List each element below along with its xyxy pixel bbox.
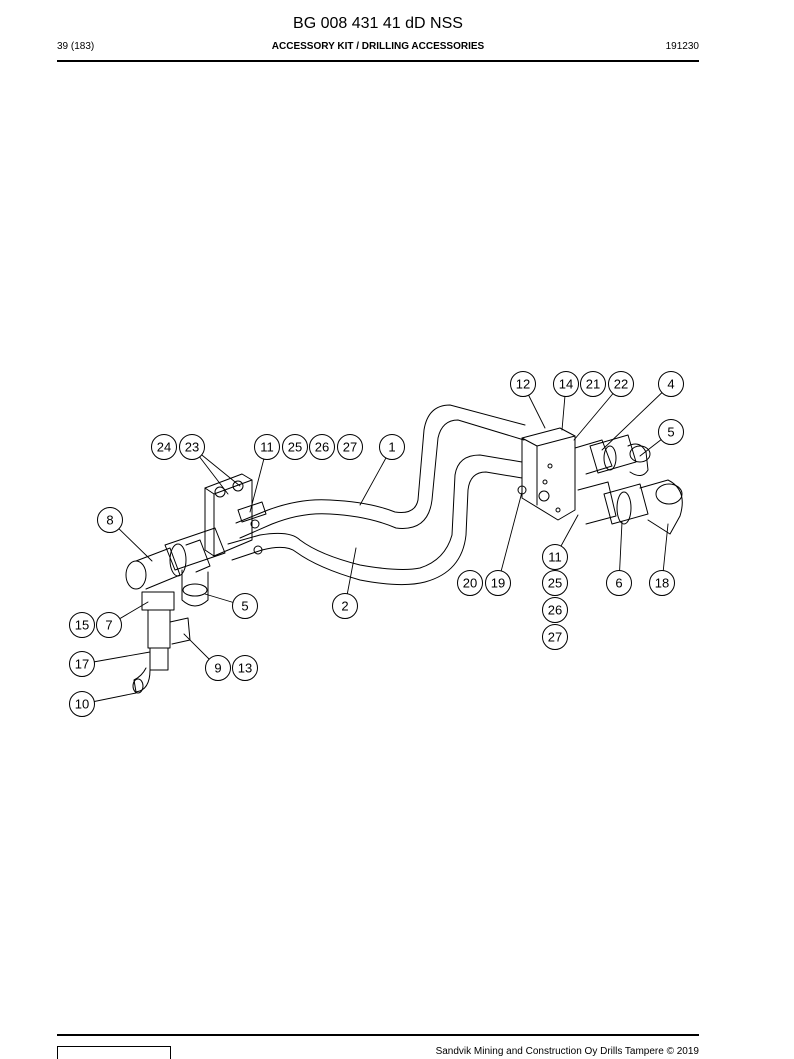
svg-text:4: 4 [667, 377, 674, 392]
svg-text:10: 10 [75, 697, 89, 712]
callout-26-upper: 26 [309, 434, 335, 460]
svg-text:8: 8 [106, 513, 113, 528]
callout-20: 20 [457, 570, 483, 596]
svg-text:25: 25 [548, 576, 562, 591]
svg-text:5: 5 [241, 599, 248, 614]
header-divider [57, 60, 699, 62]
callout-22: 22 [608, 371, 634, 397]
callout-13: 13 [232, 655, 258, 681]
svg-text:11: 11 [548, 550, 562, 565]
fitting-assembly-right-upper [574, 434, 651, 476]
svg-text:11: 11 [260, 440, 274, 455]
mounting-plate-right [517, 427, 576, 521]
document-date: 191230 [665, 41, 699, 52]
callout-2: 2 [332, 593, 358, 619]
callout-14: 14 [553, 371, 579, 397]
svg-text:25: 25 [288, 440, 302, 455]
leader-lines [81, 383, 672, 705]
document-title: BG 008 431 41 dD NSS [293, 15, 463, 32]
callout-1: 1 [379, 434, 405, 460]
callout-6: 6 [606, 570, 632, 596]
callout-21: 21 [580, 371, 606, 397]
footer-divider [57, 1034, 699, 1036]
callout-26-lower: 26 [542, 597, 568, 623]
svg-text:27: 27 [548, 630, 562, 645]
page-number: 39 (183) [57, 41, 95, 52]
callout-18: 18 [649, 570, 675, 596]
callout-19: 19 [485, 570, 511, 596]
svg-text:12: 12 [516, 377, 530, 392]
svg-text:6: 6 [615, 576, 622, 591]
svg-text:18: 18 [655, 576, 669, 591]
callout-24: 24 [151, 434, 177, 460]
svg-text:2: 2 [341, 599, 348, 614]
svg-text:23: 23 [185, 440, 199, 455]
svg-text:1: 1 [388, 440, 395, 455]
callout-10: 10 [69, 691, 95, 717]
svg-text:5: 5 [667, 425, 674, 440]
footer-copyright: Sandvik Mining and Construction Oy Drill… [435, 1046, 699, 1057]
pipe-2 [227, 454, 523, 586]
pipe-1 [235, 404, 526, 539]
callout-11-upper: 11 [254, 434, 280, 460]
svg-text:14: 14 [559, 377, 573, 392]
callout-7: 7 [96, 612, 122, 638]
fitting-assembly-left [125, 527, 226, 694]
callout-5-upper: 5 [658, 419, 684, 445]
callout-9: 9 [205, 655, 231, 681]
callout-25-upper: 25 [282, 434, 308, 460]
svg-text:19: 19 [491, 576, 505, 591]
svg-text:20: 20 [463, 576, 477, 591]
svg-text:26: 26 [315, 440, 329, 455]
callout-11-lower: 11 [542, 544, 568, 570]
callout-15: 15 [69, 612, 95, 638]
callout-8: 8 [97, 507, 123, 533]
svg-text:22: 22 [614, 377, 628, 392]
svg-text:21: 21 [586, 377, 600, 392]
svg-text:26: 26 [548, 603, 562, 618]
svg-text:27: 27 [343, 440, 357, 455]
callout-12: 12 [510, 371, 536, 397]
callout-17: 17 [69, 651, 95, 677]
section-title: ACCESSORY KIT / DRILLING ACCESSORIES [271, 41, 485, 52]
callout-25-lower: 25 [542, 570, 568, 596]
callout-5-lower: 5 [232, 593, 258, 619]
callout-23: 23 [179, 434, 205, 460]
svg-text:9: 9 [214, 661, 221, 676]
svg-text:24: 24 [157, 440, 171, 455]
callout-27-upper: 27 [337, 434, 363, 460]
clamp-block-left [204, 473, 267, 557]
callout-27-lower: 27 [542, 624, 568, 650]
svg-text:13: 13 [238, 661, 252, 676]
svg-text:17: 17 [75, 657, 89, 672]
callout-4: 4 [658, 371, 684, 397]
svg-text:7: 7 [105, 618, 112, 633]
fitting-assembly-right-lower [577, 479, 683, 535]
svg-text:15: 15 [75, 618, 89, 633]
